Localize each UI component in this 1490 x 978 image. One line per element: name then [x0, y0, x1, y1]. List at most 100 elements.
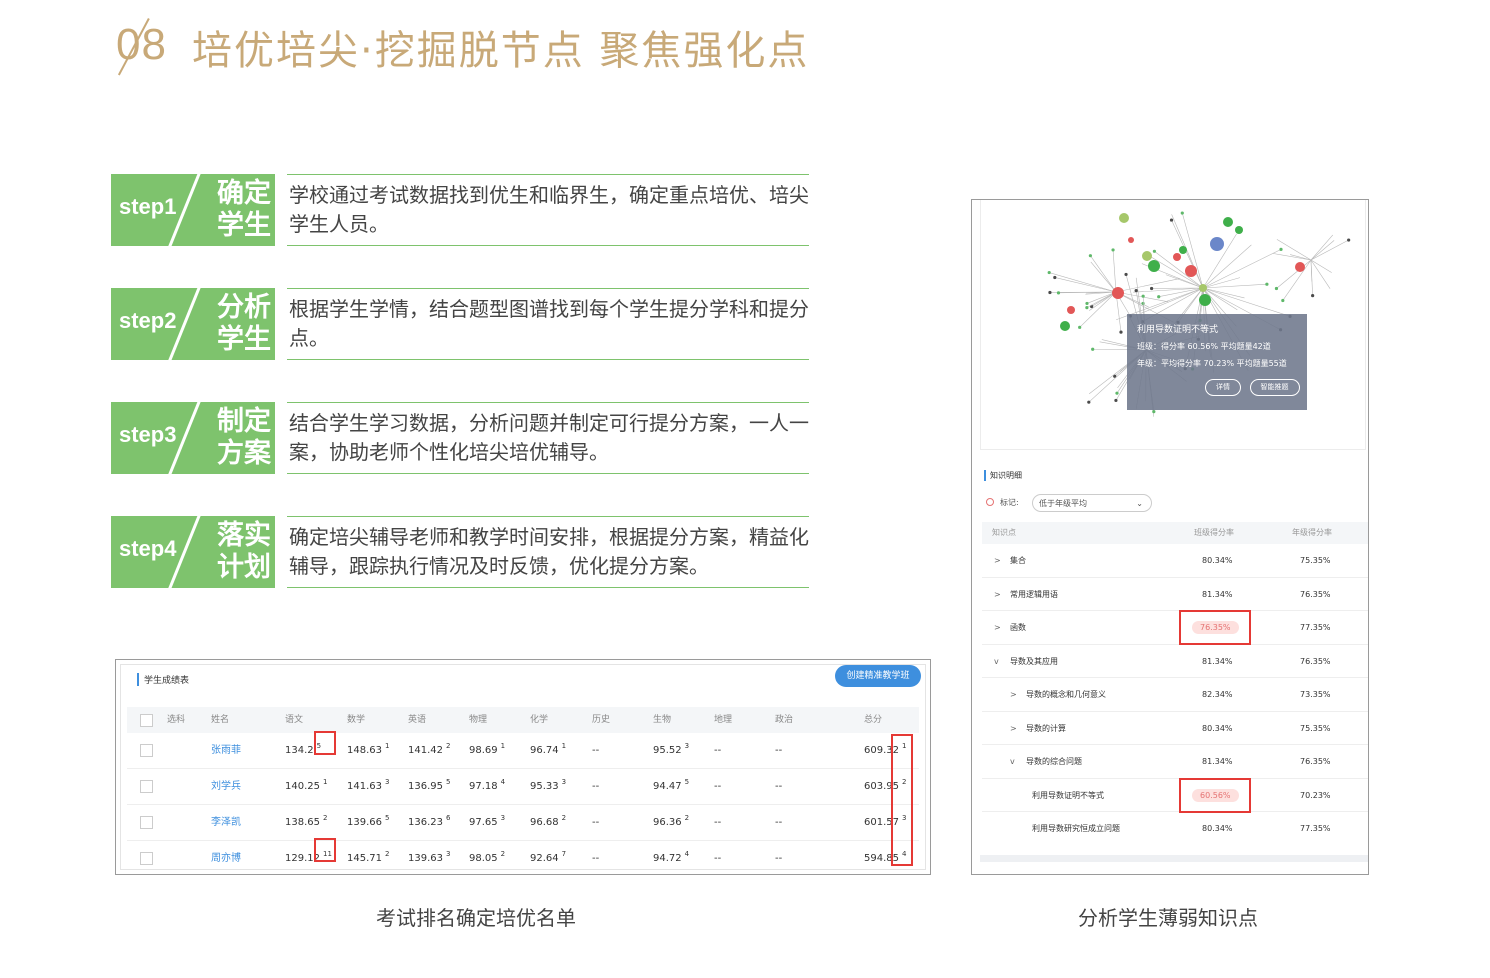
row-checkbox[interactable] — [140, 780, 153, 793]
graph-node — [1152, 249, 1157, 253]
graph-node — [1180, 211, 1184, 215]
class-rate: 80.34% — [1202, 723, 1233, 733]
graph-node[interactable] — [1119, 213, 1129, 223]
right-caption: 分析学生薄弱知识点 — [1078, 906, 1258, 930]
grade-rate: 76.35% — [1300, 757, 1331, 766]
table-row[interactable]: > 导数的概念和几何意义 82.34% 73.35% — [982, 678, 1368, 712]
smart-recommend-button[interactable]: 智能推题 — [1249, 379, 1300, 396]
graph-edge — [1202, 287, 1245, 299]
grade-rate: 73.35% — [1300, 690, 1331, 699]
row-checkbox[interactable] — [140, 744, 153, 757]
create-class-button[interactable]: 创建精准教学班 — [835, 665, 921, 687]
grade-rate: 76.35% — [1300, 656, 1331, 666]
row-checkbox[interactable] — [140, 852, 153, 865]
graph-edge — [1290, 254, 1312, 261]
expand-arrow-icon[interactable]: > — [994, 556, 1001, 565]
score-value: 136.95 — [408, 781, 443, 792]
graph-node[interactable] — [1223, 217, 1233, 227]
graph-node — [1152, 410, 1156, 414]
graph-edge — [1079, 291, 1117, 328]
collapse-arrow-icon[interactable]: v — [994, 656, 999, 666]
step-heading: 落实计划 — [209, 520, 271, 584]
graph-node — [1115, 391, 1119, 395]
table-row[interactable]: > 常用逻辑用语 81.34% 76.35% — [982, 578, 1368, 611]
col-header: 年级得分率 — [1292, 528, 1332, 537]
step-heading-line: 制定 — [217, 406, 271, 437]
student-name-link[interactable]: 李泽凯 — [211, 817, 241, 828]
graph-node[interactable] — [1235, 226, 1243, 234]
graph-node[interactable] — [1210, 237, 1224, 251]
mark-select[interactable]: 低于年级平均 ⌄ — [1032, 494, 1152, 512]
left-caption: 考试排名确定培优名单 — [376, 906, 576, 930]
graph-node[interactable] — [1067, 306, 1075, 314]
mark-dot-icon — [986, 498, 994, 506]
table-row[interactable]: 利用导数研究恒成立问题 80.34% 77.35% — [982, 812, 1368, 846]
table-row[interactable]: > 集合 80.34% 75.35% — [982, 544, 1368, 578]
expand-arrow-icon[interactable]: > — [1010, 723, 1017, 733]
table-row[interactable]: > 导数的计算 80.34% 75.35% — [982, 712, 1368, 745]
graph-edge — [1202, 283, 1267, 289]
graph-edge — [1086, 291, 1117, 304]
graph-edge — [1310, 259, 1313, 296]
score-cell: -- — [592, 781, 600, 792]
select-all-checkbox[interactable] — [140, 714, 153, 727]
graph-node[interactable] — [1173, 253, 1181, 261]
graph-edge — [1112, 249, 1117, 293]
score-value: 94.72 — [653, 853, 682, 864]
tooltip-title: 利用导数证明不等式 — [1137, 325, 1219, 335]
table-row[interactable]: v 导数的综合问题 81.34% 76.35% — [982, 745, 1368, 779]
graph-edge — [1202, 287, 1238, 311]
expand-arrow-icon[interactable]: > — [994, 589, 1001, 599]
score-value: 97.65 — [469, 817, 498, 828]
graph-node[interactable] — [1142, 251, 1152, 261]
step-heading-line: 分析 — [217, 292, 271, 323]
student-name-link[interactable]: 张雨菲 — [211, 745, 241, 756]
table-row[interactable]: 利用导数证明不等式 60.56% 70.23% — [982, 779, 1368, 812]
score-value: 97.18 — [469, 781, 498, 792]
student-name-link[interactable]: 刘学兵 — [211, 781, 241, 792]
graph-edge — [1154, 251, 1204, 289]
step-description: 结合学生学习数据，分析问题并制定可行提分方案，一人一案，协助老师个性化培尖培优辅… — [287, 402, 809, 474]
graph-node — [1150, 286, 1154, 291]
col-header: 物理 — [469, 715, 488, 725]
rank-sup: 1 — [500, 742, 506, 750]
collapse-arrow-icon[interactable]: v — [1010, 757, 1015, 766]
graph-node[interactable] — [1112, 287, 1124, 299]
rank-sup: 2 — [446, 742, 451, 750]
row-checkbox[interactable] — [140, 816, 153, 829]
table-row[interactable]: > 函数 76.35% 77.35% — [982, 611, 1368, 645]
graph-edge — [1310, 239, 1349, 261]
score-value: 141.42 — [408, 745, 443, 756]
graph-node[interactable] — [1295, 262, 1305, 272]
graph-node — [1087, 400, 1091, 404]
expand-arrow-icon[interactable]: > — [1010, 690, 1017, 699]
knowledge-name: 导数的综合问题 — [1026, 757, 1082, 766]
graph-node[interactable] — [1179, 246, 1187, 254]
graph-edge — [1141, 287, 1204, 314]
expand-arrow-icon[interactable]: > — [994, 623, 1001, 632]
graph-node[interactable] — [1128, 237, 1134, 243]
graph-node[interactable] — [1199, 294, 1211, 306]
class-rate: 81.34% — [1202, 589, 1233, 599]
step-description: 根据学生学情，结合题型图谱找到每个学生提分学科和提分点。 — [287, 288, 809, 360]
graph-node[interactable] — [1148, 260, 1160, 272]
graph-node[interactable] — [1185, 265, 1197, 277]
graph-edge — [1276, 259, 1312, 289]
rank-sup: 7 — [561, 850, 567, 858]
graph-node[interactable] — [1060, 321, 1070, 331]
student-name-link[interactable]: 周亦博 — [211, 853, 241, 864]
rank-sup: 6 — [446, 814, 451, 822]
graph-edge — [1181, 212, 1204, 289]
step-heading: 确定学生 — [209, 178, 271, 242]
table-row[interactable]: v 导数及其应用 81.34% 76.35% — [982, 645, 1368, 678]
step-heading: 分析学生 — [209, 292, 271, 356]
highlight-box — [1179, 610, 1251, 645]
graph-node[interactable] — [1199, 284, 1207, 292]
detail-button[interactable]: 详情 — [1205, 379, 1241, 396]
